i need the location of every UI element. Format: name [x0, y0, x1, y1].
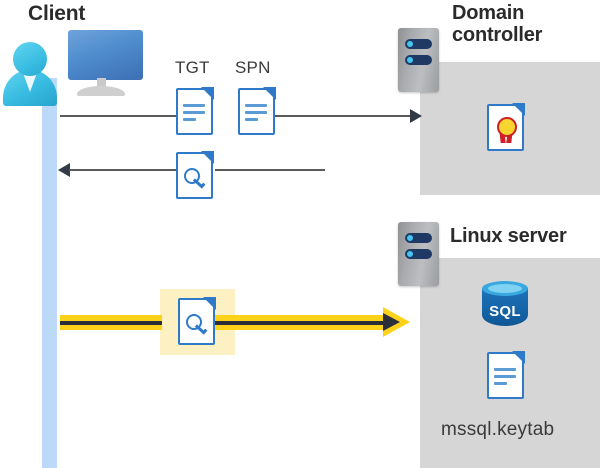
reply-arrow-head	[58, 163, 70, 177]
document-text-line	[494, 382, 507, 386]
key-document-corner-fold	[201, 151, 214, 164]
monitor-stand-neck	[97, 78, 106, 89]
keytab-filename-label: mssql.keytab	[441, 419, 555, 440]
server-icon	[398, 222, 439, 286]
certificate-document-icon	[487, 103, 525, 151]
document-text-line	[183, 118, 196, 122]
keytab-arrow-line-right	[215, 315, 388, 330]
keytab-arrow-line-left	[60, 315, 162, 330]
document-text-line	[183, 111, 205, 115]
certificate-seal	[497, 117, 517, 137]
document-text-line	[245, 111, 267, 115]
server-icon-bay-bottom	[405, 55, 432, 65]
document-text-line	[494, 375, 516, 379]
document-text-line	[494, 368, 516, 372]
server-icon	[398, 28, 439, 92]
sql-database-top-inner	[488, 284, 522, 293]
spn-label: SPN	[235, 58, 271, 77]
server-icon-bay-top	[405, 39, 432, 49]
request-arrow-line-left	[60, 115, 178, 117]
monitor-stand-base	[77, 86, 125, 96]
server-icon-bay-top	[405, 233, 432, 243]
document-corner-fold	[512, 351, 525, 364]
key-icon-ring	[186, 314, 202, 330]
certificate-corner-fold	[512, 103, 525, 116]
server-icon-bay-bottom	[405, 249, 432, 259]
sql-database-icon: SQL	[482, 281, 528, 333]
document-corner-fold	[201, 87, 214, 100]
domain-controller-title-line2: controller	[452, 24, 543, 47]
tgt-document-icon	[176, 87, 214, 135]
keytab-arrow-head-inner	[383, 313, 400, 331]
key-document-corner-fold	[203, 297, 216, 310]
tgt-label: TGT	[175, 58, 210, 77]
document-text-line	[245, 104, 267, 108]
key-icon-ring	[184, 168, 200, 184]
person-icon-head	[13, 42, 47, 76]
reply-arrow-line-right	[215, 169, 325, 171]
key-document-icon	[178, 297, 216, 345]
sql-database-label: SQL	[489, 303, 521, 320]
client-title: Client	[28, 2, 86, 25]
reply-arrow-line-left	[69, 169, 178, 171]
document-text-line	[183, 104, 205, 108]
document-text-line	[245, 118, 258, 122]
request-arrow-head	[410, 109, 422, 123]
domain-controller-title-line1: Domain	[452, 2, 525, 24]
monitor-icon	[68, 30, 143, 80]
key-document-icon	[176, 151, 214, 199]
client-lifeline-bar	[42, 78, 57, 468]
linux-server-title: Linux server	[450, 225, 567, 247]
document-corner-fold	[263, 87, 276, 100]
spn-document-icon	[238, 87, 276, 135]
document-icon	[487, 351, 525, 399]
request-arrow-line-right	[275, 115, 415, 117]
